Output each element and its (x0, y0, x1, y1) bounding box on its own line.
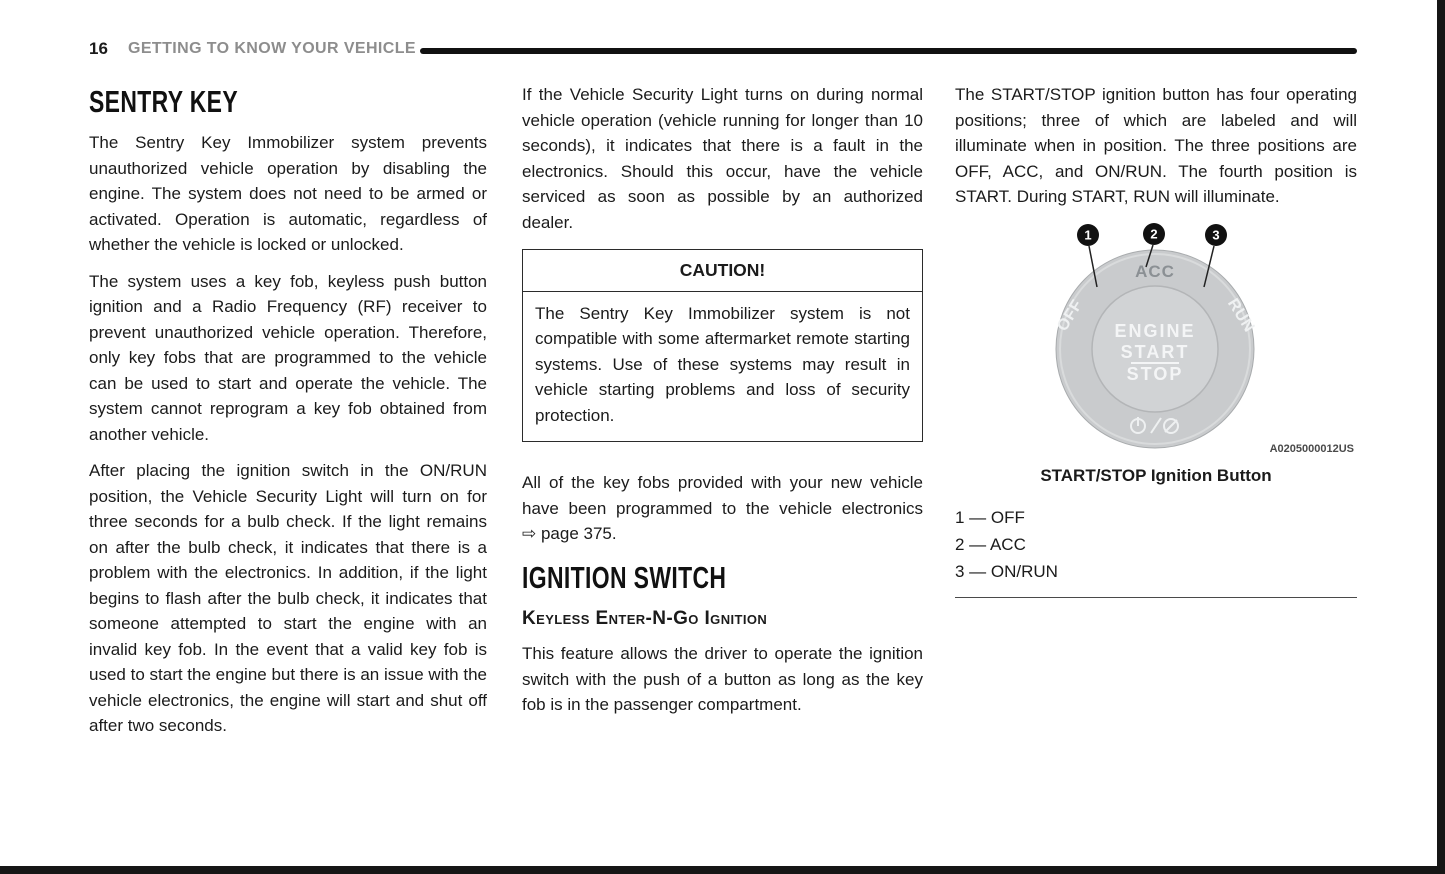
paragraph-sentry-1: The Sentry Key Immobilizer system preven… (89, 133, 487, 254)
sentry-key-heading-row: SENTRY KEY (89, 82, 487, 122)
caution-body: The Sentry Key Immobilizer system is not… (535, 303, 910, 425)
header-rule (420, 48, 1357, 54)
paragraph-key-fobs: All of the key fobs provided with your n… (522, 470, 923, 547)
paragraph-start-stop: The START/STOP ignition button has four … (955, 85, 1357, 206)
start-label: START (1121, 342, 1190, 362)
power-and-no-key-icon (1130, 416, 1179, 434)
paragraph-security-light: If the Vehicle Security Light turns on d… (522, 85, 923, 232)
key-fobs-text: All of the key fobs provided with your n… (522, 473, 923, 518)
keyless-enter-n-go-subheading: Keyless Enter-N-Go Ignition (522, 607, 768, 629)
figure-caption: START/STOP Ignition Button (1040, 465, 1272, 485)
callout-1-leader-line (1088, 245, 1098, 287)
paragraph-keyless-feature: This feature allows the driver to operat… (522, 644, 923, 714)
figure-reference-code: A0205000012US (1270, 443, 1354, 455)
legend-item-off: 1 — OFF (955, 508, 1025, 527)
page-edge-right (1437, 0, 1445, 874)
callout-3-badge: 3 (1205, 223, 1227, 246)
sentry-key-heading: SENTRY KEY (89, 84, 239, 119)
callout-2-badge: 2 (1143, 222, 1165, 245)
legend-item-acc: 2 — ACC (955, 535, 1026, 554)
engine-label: ENGINE (1114, 321, 1195, 341)
caution-title: CAUTION! (523, 250, 922, 292)
callout-3-number: 3 (1212, 227, 1219, 242)
ignition-switch-heading: IGNITION SWITCH (522, 559, 727, 595)
button-center-face (1091, 284, 1219, 413)
column-sentry-key: SENTRY KEY The Sentry Key Immobilizer sy… (89, 82, 487, 750)
ignition-button-figure: ACC OFF RUN ENGINE START STOP (955, 221, 1357, 459)
callout-2-number: 2 (1150, 226, 1157, 241)
caution-box: CAUTION! The Sentry Key Immobilizer syst… (522, 249, 923, 442)
ignition-switch-heading-row: IGNITION SWITCH (522, 558, 923, 598)
page-cross-reference-link[interactable]: ⇨ page 375. (522, 524, 617, 543)
figure-legend: 1 — OFF 2 — ACC 3 — ON/RUN (955, 504, 1357, 598)
callout-2-leader-line (1145, 244, 1154, 267)
column-middle: If the Vehicle Security Light turns on d… (522, 82, 923, 729)
acc-position-label: ACC (1135, 262, 1175, 281)
paragraph-sentry-2: The system uses a key fob, keyless push … (89, 271, 487, 444)
page-edge-bottom (0, 866, 1445, 874)
paragraph-sentry-3: After placing the ignition switch in the… (89, 461, 487, 735)
page-number: 16 (89, 39, 108, 58)
legend-item-on-run: 3 — ON/RUN (955, 562, 1058, 581)
section-title: GETTING TO KNOW YOUR VEHICLE (128, 40, 416, 57)
callout-3-leader-line (1203, 245, 1215, 287)
callout-1-number: 1 (1084, 227, 1091, 242)
button-ring-highlight (1059, 252, 1251, 445)
ignition-button-illustration: ACC OFF RUN ENGINE START STOP (1054, 222, 1354, 455)
column-ignition-button: The START/STOP ignition button has four … (955, 82, 1357, 598)
callout-1-badge: 1 (1077, 223, 1099, 246)
stop-label: STOP (1127, 364, 1184, 384)
